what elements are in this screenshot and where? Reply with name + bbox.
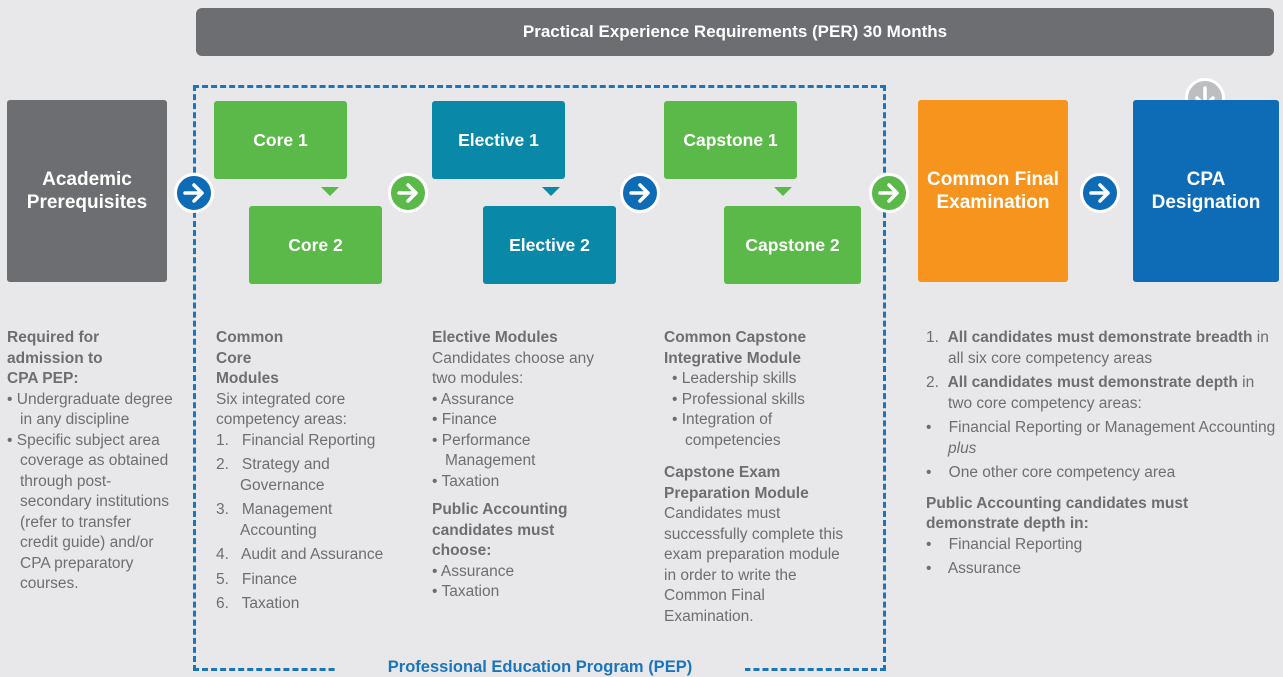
common-final-examination-box: Common Final Examination (918, 100, 1068, 282)
core-modules-text: Common Core Modules Six integrated core … (216, 328, 386, 615)
list-item: 2. All candidates must demonstrate depth… (926, 374, 1255, 412)
arrow-right-icon (620, 173, 660, 213)
list-item: • Specific subject area coverage as obta… (7, 431, 170, 593)
cpa-designation-label: CPA Designation (1151, 169, 1261, 213)
core-intro: Six integrated core competency areas: (216, 390, 347, 429)
academic-requirements-text: Required for admission to CPA PEP: • Und… (7, 328, 173, 595)
capstone-2-box: Capstone 2 (724, 206, 861, 284)
triangle-down-icon (321, 187, 339, 196)
list-item: • Leadership skills (672, 370, 797, 387)
list-item: 6. Taxation (216, 595, 300, 612)
list-item: • Integration of competencies (672, 411, 781, 449)
elective-intro: Candidates choose any two modules: (432, 349, 595, 388)
list-item: • Assurance (926, 560, 1022, 577)
per-banner: Practical Experience Requirements (PER) … (196, 8, 1274, 56)
list-item: 1. All candidates must demonstrate bread… (926, 329, 1269, 367)
academic-heading: Required for admission to CPA PEP: (7, 329, 103, 387)
list-item: 3. Management Accounting (216, 501, 333, 539)
core-2-label: Core 2 (288, 234, 343, 255)
elective-heading: Elective Modules (432, 329, 558, 346)
list-item: • Assurance (432, 390, 515, 408)
core-1-box: Core 1 (214, 101, 347, 179)
pep-label: Professional Education Program (PEP) (335, 655, 745, 677)
list-item: • One other core competency area (926, 464, 1176, 481)
capstone-1-label: Capstone 1 (683, 129, 778, 150)
capstone-2-label: Capstone 2 (745, 234, 840, 255)
list-item: 4. Audit and Assurance (216, 546, 384, 563)
list-item: • Financial Reporting or Management Acco… (926, 419, 1276, 457)
list-item: • Performance Management (432, 431, 536, 470)
list-item: • Taxation (432, 583, 500, 600)
per-banner-label: Practical Experience Requirements (PER) … (522, 22, 948, 41)
capstone-modules-text: Common Capstone Integrative Module • Lea… (664, 328, 864, 627)
list-item: • Professional skills (672, 390, 805, 408)
list-item: • Finance (432, 411, 497, 428)
list-item: • Taxation (432, 472, 500, 490)
public-accounting-heading: Public Accounting candidates must choose… (432, 501, 568, 559)
list-item: • Undergraduate degree in any discipline (7, 390, 173, 429)
capstone-exam-heading: Capstone Exam Preparation Module (664, 464, 809, 502)
elective-2-label: Elective 2 (509, 234, 590, 255)
cfe-requirements-text: 1. All candidates must demonstrate bread… (926, 328, 1278, 580)
list-item: 2. Strategy and Governance (216, 456, 330, 494)
arrow-right-icon (174, 173, 214, 213)
list-item: • Assurance (432, 562, 515, 580)
academic-prerequisites-box: Academic Prerequisites (7, 100, 167, 282)
academic-prerequisites-label: Academic Prerequisites (26, 169, 148, 213)
triangle-down-icon (542, 187, 560, 196)
elective-1-label: Elective 1 (458, 129, 539, 150)
arrow-right-icon (869, 173, 909, 213)
cpa-designation-box: CPA Designation (1133, 100, 1279, 282)
capstone-1-box: Capstone 1 (664, 101, 797, 179)
common-final-examination-label: Common Final Examination (927, 169, 1059, 213)
core-heading: Common Core Modules (216, 329, 284, 387)
elective-2-box: Elective 2 (483, 206, 616, 284)
list-item: • Financial Reporting (926, 535, 1083, 553)
list-item: 1. Financial Reporting (216, 431, 376, 449)
capstone-heading: Common Capstone Integrative Module (664, 329, 807, 367)
elective-modules-text: Elective Modules Candidates choose any t… (432, 328, 604, 603)
arrow-right-icon (1080, 173, 1120, 213)
list-item: 5. Finance (216, 570, 298, 588)
core-1-label: Core 1 (253, 129, 308, 150)
arrow-right-icon (388, 173, 428, 213)
elective-1-box: Elective 1 (432, 101, 565, 179)
triangle-down-icon (774, 187, 792, 196)
core-2-box: Core 2 (249, 206, 382, 284)
capstone-exam-body: Candidates must successfully complete th… (664, 505, 844, 625)
public-accounting-depth-heading: Public Accounting candidates must demons… (926, 494, 1189, 533)
